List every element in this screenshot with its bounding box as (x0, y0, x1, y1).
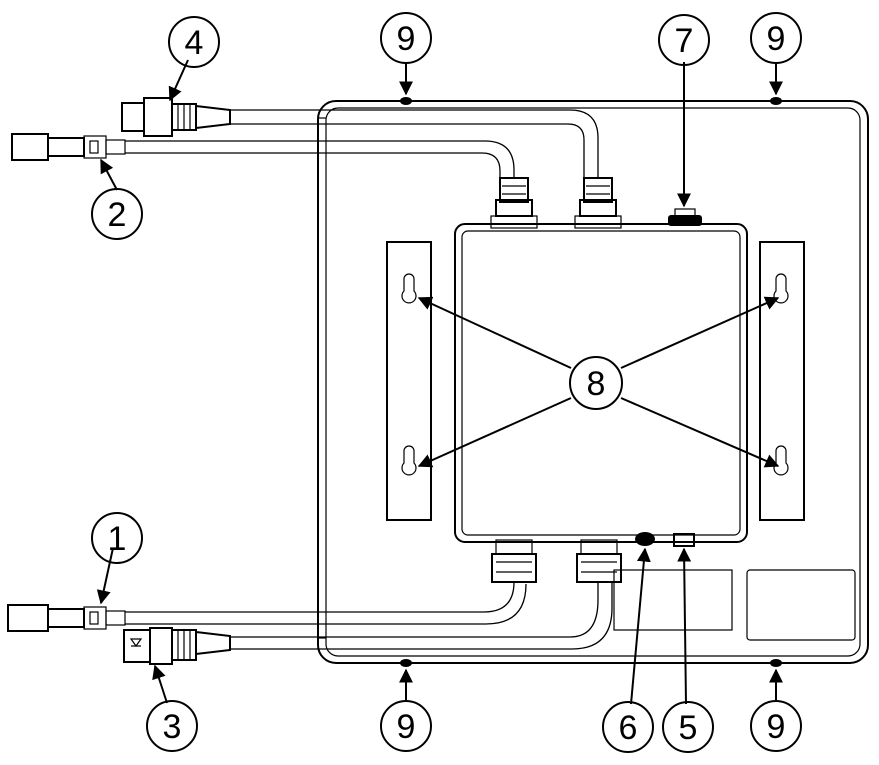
callout-9-top-left: 9 (380, 12, 432, 64)
callout-arrows (96, 59, 783, 705)
connector-power-top (11, 133, 126, 161)
callout-6-label: 6 (619, 709, 638, 747)
callout-9-bottom-left-label: 9 (397, 708, 416, 746)
top-cable-glands (490, 177, 622, 229)
connector-xlr-top (121, 97, 231, 137)
callout-3-label: 3 (163, 708, 182, 746)
top-button (668, 208, 702, 226)
mounting-feet (400, 97, 782, 667)
callout-1-label: 1 (108, 520, 127, 558)
callout-9-top-right-label: 9 (767, 20, 786, 58)
callout-1: 1 (91, 512, 143, 564)
callout-9-bottom-right-label: 9 (767, 708, 786, 746)
callout-4-label: 4 (185, 24, 204, 62)
callout-5: 5 (662, 701, 714, 753)
callout-9-top-left-label: 9 (397, 20, 416, 58)
callout-4: 4 (168, 16, 220, 68)
callout-7-label: 7 (675, 22, 694, 60)
bottom-cable-glands (491, 539, 622, 583)
mounting-plate (317, 100, 869, 664)
callout-7: 7 (658, 14, 710, 66)
connector-power-bottom (7, 604, 126, 632)
control-box (454, 223, 748, 543)
cables (125, 109, 613, 650)
callout-2: 2 (91, 188, 143, 240)
mounting-brackets (386, 241, 805, 521)
callout-8-label: 8 (587, 365, 606, 403)
callout-9-bottom-right: 9 (750, 700, 802, 752)
callout-5-label: 5 (679, 709, 698, 747)
callout-8: 8 (569, 356, 623, 410)
callout-6: 6 (602, 701, 654, 753)
connector-xlr-bottom (123, 627, 231, 665)
callout-3: 3 (146, 700, 198, 752)
bottom-controls (635, 532, 695, 547)
callout-2-label: 2 (108, 196, 127, 234)
callout-9-bottom-left: 9 (380, 700, 432, 752)
callout-9-top-right: 9 (750, 12, 802, 64)
